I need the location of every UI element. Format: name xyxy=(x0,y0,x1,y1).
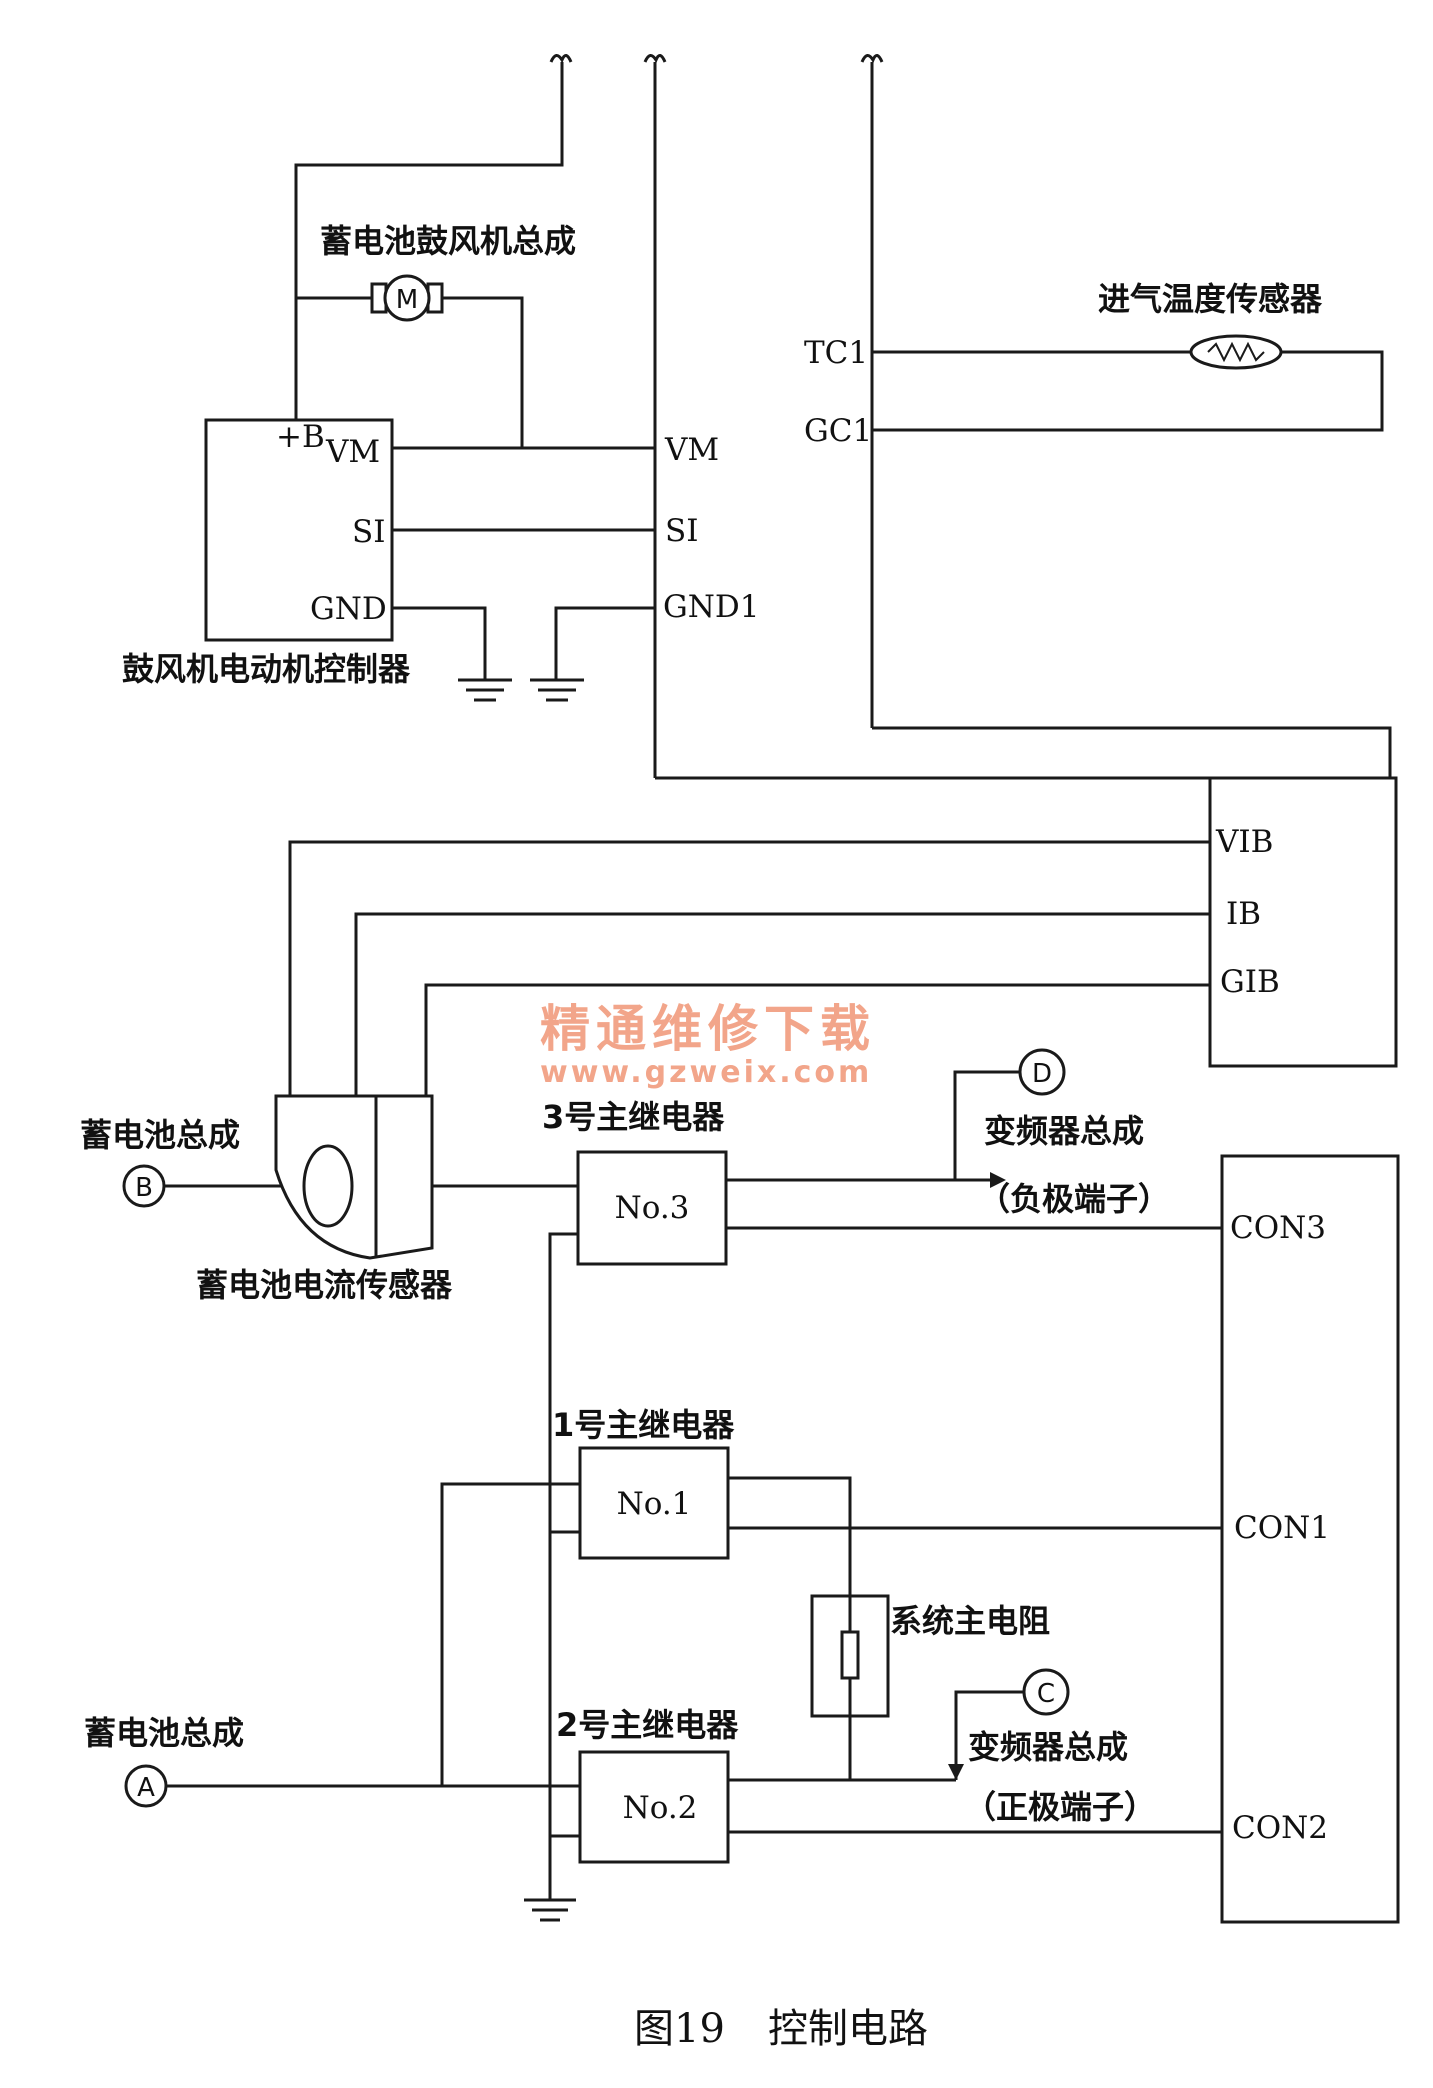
battery-assembly-b-label: 蓄电池总成 xyxy=(80,1116,240,1154)
inverter-d-label: 变频器总成 xyxy=(984,1112,1144,1150)
gnd-terminal-left: GND xyxy=(310,591,387,627)
battery-ecu-box xyxy=(1208,776,1398,1068)
relay3-label: No.3 xyxy=(615,1190,690,1226)
blower-controller-label: 鼓风机电动机控制器 xyxy=(122,650,411,688)
arrow-icon xyxy=(948,1764,964,1780)
relay1-box xyxy=(578,1446,730,1560)
figure-title: 控制电路 xyxy=(768,2006,928,2052)
relay2-label: No.2 xyxy=(623,1790,698,1826)
vib-terminal: VIB xyxy=(1215,824,1273,860)
battery-assembly-a-label: 蓄电池总成 xyxy=(84,1714,244,1752)
motor-label: M xyxy=(396,285,418,315)
wire-breaks xyxy=(549,54,884,64)
con1-terminal: CON1 xyxy=(1234,1510,1330,1546)
current-sensor-icon xyxy=(274,1094,434,1260)
relay2-box xyxy=(578,1750,730,1864)
relay1-wiring xyxy=(440,1476,1222,1786)
si-terminal-right: SI xyxy=(665,513,698,549)
relay1-label: No.1 xyxy=(617,1486,692,1522)
ib-terminal: IB xyxy=(1226,896,1261,932)
vm-terminal-left: VM xyxy=(325,434,380,470)
thermistor-icon xyxy=(1189,334,1283,370)
system-resistor-label: 系统主电阻 xyxy=(890,1602,1050,1640)
resistor-icon xyxy=(840,1630,860,1680)
relay3-title: 3号主继电器 xyxy=(542,1098,725,1136)
con2-terminal: CON2 xyxy=(1232,1810,1328,1846)
gc1-terminal: GC1 xyxy=(804,413,872,449)
ground-symbol xyxy=(524,1898,576,1922)
relay2-title: 2号主继电器 xyxy=(556,1706,739,1744)
si-terminal-left: SI xyxy=(352,514,385,550)
ground-symbol xyxy=(530,678,584,702)
arrow-icon xyxy=(990,1172,1006,1188)
watermark-url: www.gzweix.com xyxy=(540,1055,872,1090)
top-wiring xyxy=(294,62,1392,1067)
connector-a-letter: A xyxy=(137,1773,155,1803)
negative-terminal-label: （负极端子） xyxy=(978,1180,1170,1218)
connector-d-letter: D xyxy=(1032,1059,1052,1089)
gnd1-terminal: GND1 xyxy=(663,589,759,625)
sensor-signal-wiring xyxy=(288,840,1210,1096)
figure-number: 图19 xyxy=(634,2006,725,2052)
relay1-title: 1号主继电器 xyxy=(552,1406,735,1444)
intake-temp-sensor-label: 进气温度传感器 xyxy=(1098,280,1323,318)
relay3-box xyxy=(576,1150,728,1266)
relay2-wiring xyxy=(550,1778,1222,1838)
inverter-c-label: 变频器总成 xyxy=(968,1728,1128,1766)
plus-b-terminal: +B xyxy=(276,419,325,455)
relay3-wiring xyxy=(548,1070,1222,1900)
con-box xyxy=(1220,1154,1400,1924)
gib-terminal: GIB xyxy=(1220,964,1280,1000)
ground-symbol xyxy=(458,678,512,702)
positive-terminal-label: （正极端子） xyxy=(964,1788,1156,1826)
connector-d xyxy=(1018,1048,1066,1096)
tc1-terminal: TC1 xyxy=(804,335,868,371)
blower-controller-box xyxy=(204,418,394,642)
vm-terminal-right: VM xyxy=(664,432,719,468)
watermark-title: 精通维修下载 xyxy=(540,1000,876,1058)
blower-motor-icon: M xyxy=(370,274,444,322)
current-sensor-label: 蓄电池电流传感器 xyxy=(196,1266,453,1304)
con3-terminal: CON3 xyxy=(1230,1210,1326,1246)
connector-c-letter: C xyxy=(1037,1679,1055,1709)
blower-assembly-label: 蓄电池鼓风机总成 xyxy=(320,222,576,260)
connector-b-letter: B xyxy=(135,1173,153,1203)
